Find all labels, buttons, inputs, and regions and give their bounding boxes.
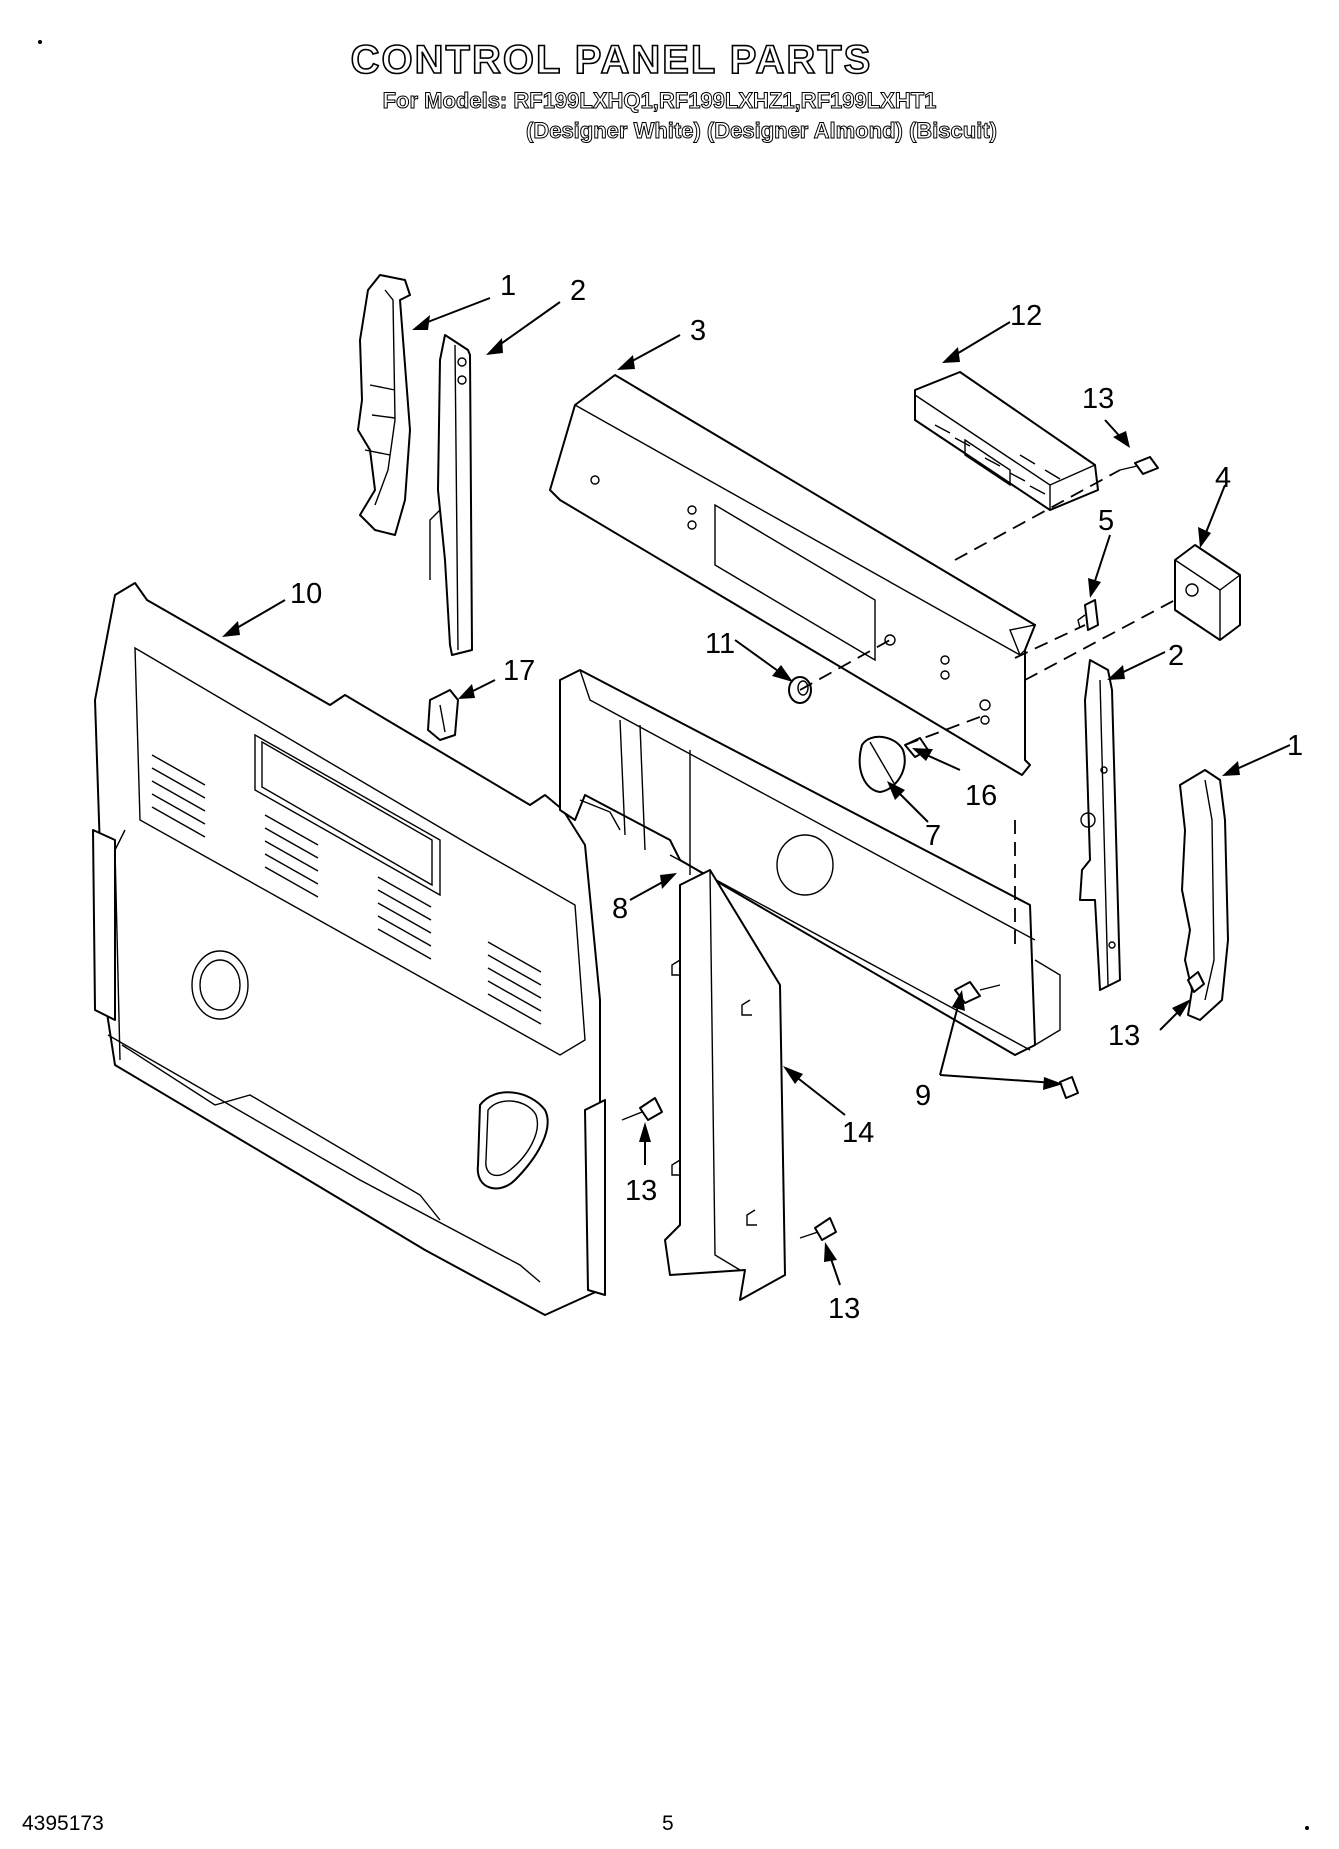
part-oven-control	[1174, 544, 1241, 641]
models-line: For Models: RF199LXHQ1,RF199LXHZ1,RF199L…	[382, 88, 937, 114]
colors-line: (Designer White) (Designer Almond) (Bisc…	[526, 118, 998, 144]
callout-2b: 2	[1168, 640, 1184, 672]
callout-4: 4	[1215, 462, 1231, 494]
assembly-lines	[799, 469, 1176, 945]
page-number: 5	[662, 1812, 674, 1835]
part-console-panel	[549, 374, 1037, 776]
screw-13-a	[1134, 456, 1159, 475]
callout-12: 12	[1010, 300, 1042, 332]
part-clip	[1077, 599, 1099, 631]
part-center-channel	[664, 869, 786, 1301]
part-console-support	[559, 669, 1061, 1056]
document-number: 4395173	[22, 1812, 104, 1835]
callout-10: 10	[290, 578, 322, 610]
callout-8: 8	[612, 893, 628, 925]
callout-3: 3	[690, 315, 706, 347]
callout-17: 17	[503, 655, 535, 687]
part-end-cap-right	[1179, 769, 1229, 1021]
screw-13-b	[639, 1097, 663, 1121]
page-title: CONTROL PANEL PARTS	[350, 37, 873, 83]
part-electronic-control	[914, 371, 1099, 512]
part-knob	[858, 735, 906, 793]
callout-5: 5	[1098, 505, 1114, 537]
callout-14: 14	[842, 1117, 874, 1149]
callout-16: 16	[965, 780, 997, 812]
scan-speck	[1305, 1826, 1309, 1830]
screw-13-d	[1187, 971, 1205, 993]
callout-7: 7	[925, 820, 941, 852]
screw-9-b	[1059, 1076, 1079, 1099]
callout-1: 1	[500, 270, 516, 302]
callout-2: 2	[570, 275, 586, 307]
part-side-bracket-left	[429, 334, 473, 656]
callout-13: 13	[1082, 383, 1114, 415]
part-rear-panel	[92, 582, 606, 1316]
leader-lines	[222, 297, 1291, 1286]
callout-1b: 1	[1287, 730, 1303, 762]
callout-11: 11	[705, 628, 735, 660]
callout-labels: 1 2 3 12 13 4 5 10 17 11 2 1 16 7 8 9 13…	[290, 270, 1303, 1325]
scan-speck	[38, 40, 42, 44]
part-side-bracket-right	[1079, 659, 1121, 991]
part-end-cap-left	[357, 274, 411, 536]
callout-13c: 13	[625, 1175, 657, 1207]
callout-9: 9	[915, 1080, 931, 1112]
callout-13d: 13	[828, 1293, 860, 1325]
part-small-bracket	[427, 689, 459, 741]
callout-13b: 13	[1108, 1020, 1140, 1052]
screw-13-c	[814, 1217, 837, 1241]
